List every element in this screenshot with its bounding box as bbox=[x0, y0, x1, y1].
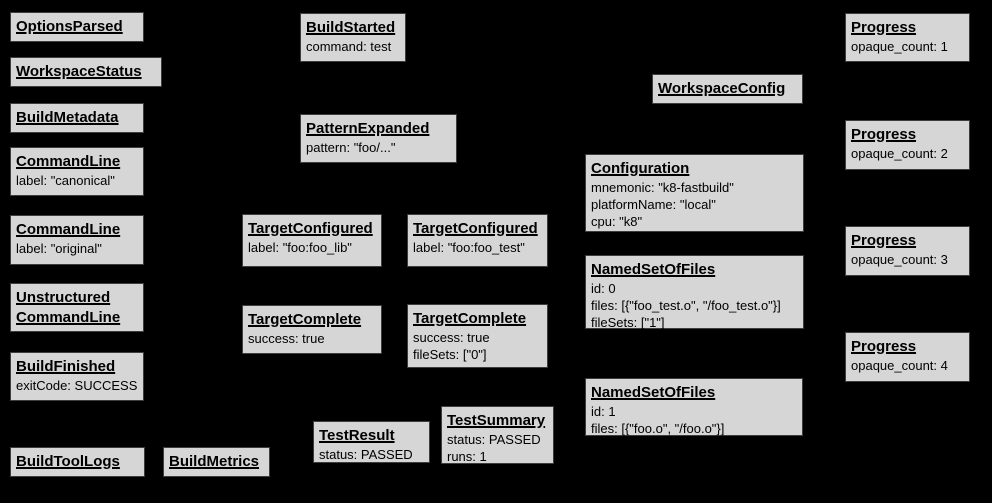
node-title: TargetComplete bbox=[413, 310, 527, 327]
node-target-complete-foo-test: TargetComplete success: true fileSets: [… bbox=[407, 304, 548, 368]
node-title: Progress bbox=[851, 19, 917, 36]
node-title: NamedSetOfFiles bbox=[591, 384, 716, 401]
node-detail: id: 0 bbox=[591, 281, 616, 296]
node-title: CommandLine bbox=[16, 153, 121, 170]
node-unstructured-command-line: Unstructured CommandLine bbox=[10, 283, 144, 332]
node-title: Progress bbox=[851, 126, 917, 143]
node-title: BuildMetadata bbox=[16, 109, 119, 126]
node-title: Progress bbox=[851, 232, 917, 249]
node-title: CommandLine bbox=[16, 221, 121, 238]
node-detail: label: "foo:foo_test" bbox=[413, 240, 525, 255]
node-detail: opaque_count: 1 bbox=[851, 39, 948, 54]
node-detail: platformName: "local" bbox=[591, 197, 716, 212]
node-build-finished: BuildFinished exitCode: SUCCESS bbox=[10, 352, 144, 401]
node-detail: runs: 1 bbox=[447, 449, 487, 464]
node-detail: label: "foo:foo_lib" bbox=[248, 240, 352, 255]
node-detail: opaque_count: 2 bbox=[851, 146, 948, 161]
node-progress-4: Progress opaque_count: 4 bbox=[845, 332, 970, 382]
node-detail: success: true bbox=[413, 330, 490, 345]
node-progress-3: Progress opaque_count: 3 bbox=[845, 226, 970, 276]
node-title: NamedSetOfFiles bbox=[591, 261, 716, 278]
node-title: TestResult bbox=[319, 427, 395, 444]
node-detail: label: "original" bbox=[16, 241, 102, 256]
node-build-metrics: BuildMetrics bbox=[163, 447, 270, 477]
node-detail: files: [{"foo_test.o", "/foo_test.o"}] bbox=[591, 298, 781, 313]
node-command-line-original: CommandLine label: "original" bbox=[10, 215, 144, 265]
node-title: BuildStarted bbox=[306, 19, 396, 36]
node-detail: pattern: "foo/..." bbox=[306, 140, 396, 155]
node-title: Progress bbox=[851, 338, 917, 355]
node-title: Unstructured CommandLine bbox=[16, 289, 121, 326]
node-workspace-config: WorkspaceConfig bbox=[652, 74, 803, 104]
node-detail: files: [{"foo.o", "/foo.o"}] bbox=[591, 421, 725, 436]
node-configuration: Configuration mnemonic: "k8-fastbuild" p… bbox=[585, 154, 804, 232]
node-detail: id: 1 bbox=[591, 404, 616, 419]
node-detail: status: PASSED bbox=[319, 447, 413, 462]
node-progress-2: Progress opaque_count: 2 bbox=[845, 120, 970, 170]
node-title: BuildMetrics bbox=[169, 453, 260, 470]
node-target-configured-foo-lib: TargetConfigured label: "foo:foo_lib" bbox=[242, 214, 382, 267]
node-command-line-canonical: CommandLine label: "canonical" bbox=[10, 147, 144, 196]
node-detail: fileSets: ["0"] bbox=[413, 347, 487, 362]
node-target-configured-foo-test: TargetConfigured label: "foo:foo_test" bbox=[407, 214, 548, 267]
node-test-result: TestResult status: PASSED bbox=[313, 421, 430, 463]
node-detail: cpu: "k8" bbox=[591, 214, 643, 229]
node-title: Configuration bbox=[591, 160, 690, 177]
node-detail: exitCode: SUCCESS bbox=[16, 378, 138, 393]
node-title: BuildToolLogs bbox=[16, 453, 120, 470]
node-test-summary: TestSummary status: PASSED runs: 1 bbox=[441, 406, 554, 464]
node-title: TargetConfigured bbox=[248, 220, 373, 237]
node-title: PatternExpanded bbox=[306, 120, 430, 137]
node-progress-1: Progress opaque_count: 1 bbox=[845, 13, 970, 62]
node-title: WorkspaceStatus bbox=[16, 63, 142, 80]
node-title: TargetConfigured bbox=[413, 220, 538, 237]
node-named-set-of-files-1: NamedSetOfFiles id: 1 files: [{"foo.o", … bbox=[585, 378, 803, 436]
node-named-set-of-files-0: NamedSetOfFiles id: 0 files: [{"foo_test… bbox=[585, 255, 804, 330]
node-build-started: BuildStarted command: test bbox=[300, 13, 406, 62]
node-detail: opaque_count: 3 bbox=[851, 252, 948, 267]
node-detail: status: PASSED bbox=[447, 432, 541, 447]
node-options-parsed: OptionsParsed bbox=[10, 12, 144, 42]
node-build-tool-logs: BuildToolLogs bbox=[10, 447, 145, 477]
node-target-complete-foo-lib: TargetComplete success: true bbox=[242, 305, 382, 354]
node-detail: mnemonic: "k8-fastbuild" bbox=[591, 180, 734, 195]
node-detail: label: "canonical" bbox=[16, 173, 115, 188]
node-detail: opaque_count: 4 bbox=[851, 358, 948, 373]
node-title: WorkspaceConfig bbox=[658, 80, 786, 97]
node-detail: fileSets: ["1"] bbox=[591, 315, 665, 330]
node-title: TargetComplete bbox=[248, 311, 362, 328]
node-workspace-status: WorkspaceStatus bbox=[10, 57, 162, 87]
node-detail: command: test bbox=[306, 39, 392, 54]
node-title: OptionsParsed bbox=[16, 18, 123, 35]
node-pattern-expanded: PatternExpanded pattern: "foo/..." bbox=[300, 114, 457, 163]
node-title: BuildFinished bbox=[16, 358, 116, 375]
node-title: TestSummary bbox=[447, 412, 546, 429]
node-detail: success: true bbox=[248, 331, 325, 346]
node-build-metadata: BuildMetadata bbox=[10, 103, 144, 133]
